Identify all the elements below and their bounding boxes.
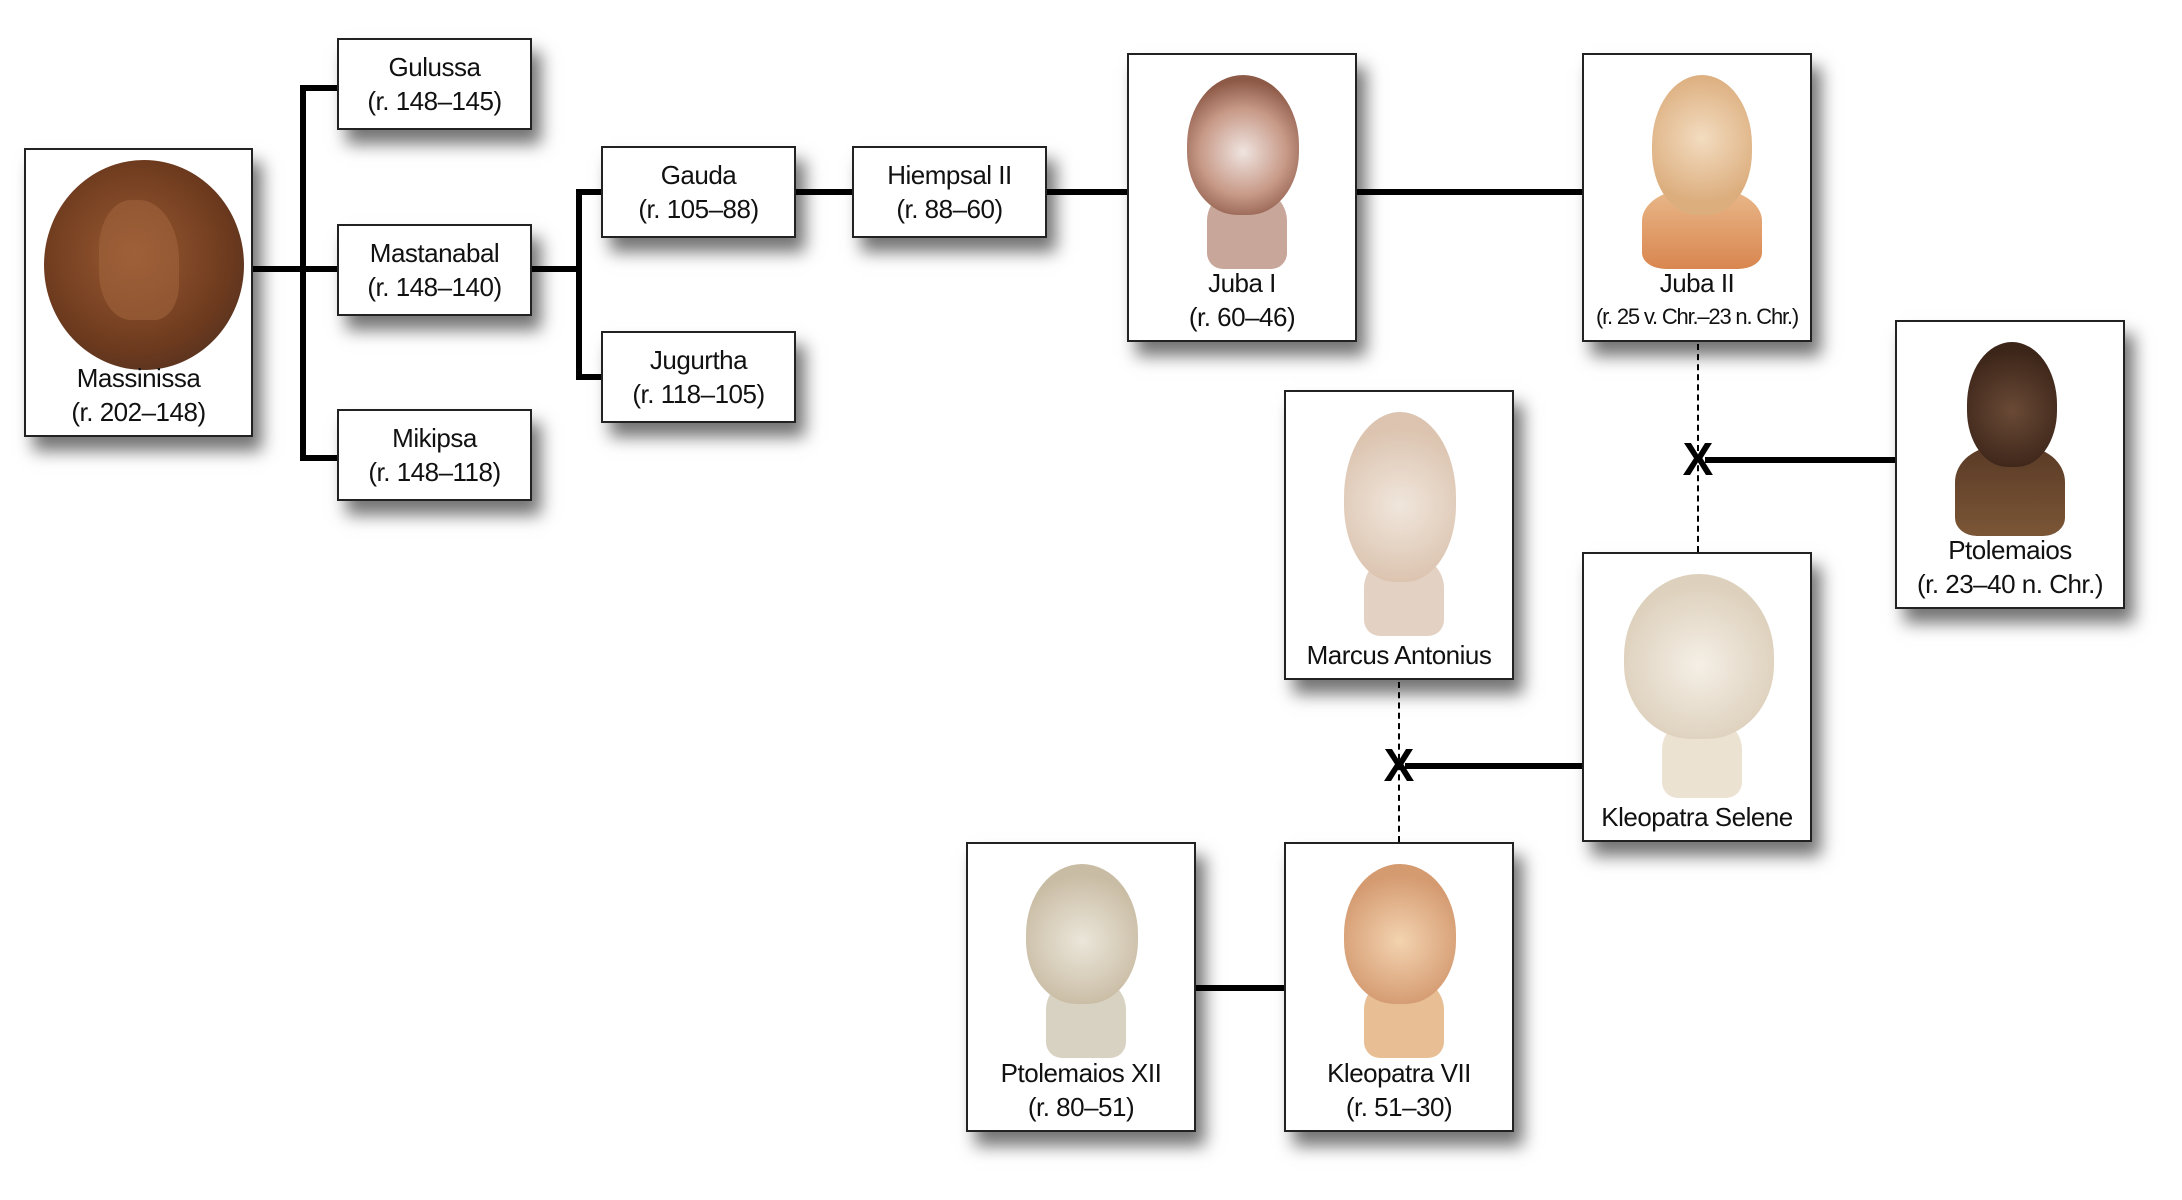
person-reign: (r. 88–60) [896,194,1003,224]
person-name: Massinissa [76,363,201,393]
bust-portrait [1314,406,1484,636]
person-kleopatra-selene[interactable]: Kleopatra Selene [1582,552,1812,842]
person-gauda[interactable]: Gauda (r. 105–88) [601,146,796,238]
person-reign: (r. 60–46) [1188,302,1296,332]
person-hiempsal-ii[interactable]: Hiempsal II (r. 88–60) [852,146,1047,238]
person-reign: (r. 80–51) [1027,1092,1135,1122]
person-mastanabal[interactable]: Mastanabal (r. 148–140) [337,224,532,316]
line-mastanabal-trunk [576,189,582,380]
marriage-line-juba2-selene [1697,344,1699,552]
person-name: Kleopatra VII [1327,1058,1471,1088]
person-name: Marcus Antonius [1306,640,1492,670]
person-name: Gulussa [388,52,481,82]
line-ptolemaios12-kleopatra7 [1196,985,1284,991]
person-ptolemaios-xii[interactable]: Ptolemaios XII (r. 80–51) [966,842,1196,1132]
line-massinissa-sons [253,266,306,272]
line-juba1-juba2 [1357,189,1582,195]
person-massinissa[interactable]: Massinissa (r. 202–148) [24,148,253,437]
person-jugurtha[interactable]: Jugurtha (r. 118–105) [601,331,796,423]
person-reign: (r. 202–148) [71,397,206,427]
person-name: Jugurtha [649,345,748,375]
person-reign: (r. 23–40 n. Chr.) [1916,569,2104,599]
person-juba-ii[interactable]: Juba II (r. 25 v. Chr.–23 n. Chr.) [1582,53,1812,342]
person-reign: (r. 148–145) [367,86,502,116]
person-reign: (r. 25 v. Chr.–23 n. Chr.) [1596,304,1799,329]
person-name: Juba II [1659,268,1735,298]
person-reign: (r. 105–88) [638,194,759,224]
person-name: Mikipsa [392,423,477,453]
person-ptolemaios[interactable]: Ptolemaios (r. 23–40 n. Chr.) [1895,320,2125,609]
person-gulussa[interactable]: Gulussa (r. 148–145) [337,38,532,130]
bust-portrait [996,858,1166,1058]
line-to-jugurtha [576,374,601,380]
person-name: Ptolemaios [1948,535,2072,565]
bust-portrait [1612,568,1782,798]
person-reign: (r. 148–118) [368,457,501,487]
line-mastanabal-sons [532,266,582,272]
person-name: Mastanabal [369,238,500,268]
person-name: Gauda [660,160,737,190]
person-name: Ptolemaios XII [1000,1058,1162,1088]
line-to-gulussa [300,85,337,91]
line-hiempsal-juba1 [1047,189,1127,195]
person-marcus-antonius[interactable]: Marcus Antonius [1284,390,1514,680]
person-reign: (r. 148–140) [367,272,502,302]
person-juba-i[interactable]: Juba I (r. 60–46) [1127,53,1357,342]
bust-portrait [1157,69,1327,269]
line-to-gauda [576,189,601,195]
person-name: Kleopatra Selene [1601,802,1793,832]
coin-portrait [43,160,244,370]
line-gauda-hiempsal [796,189,852,195]
line-ptolemaios-to-marriage [1705,457,1895,463]
person-mikipsa[interactable]: Mikipsa (r. 148–118) [337,409,532,501]
line-selene-to-marriage [1405,763,1582,769]
marriage-mark-juba2-selene: X [1682,433,1714,485]
person-reign: (r. 51–30) [1345,1092,1453,1122]
bust-portrait [1314,858,1484,1058]
marriage-mark-antonius-kleopatra7: X [1383,739,1415,791]
person-name: Hiempsal II [887,160,1012,190]
person-reign: (r. 118–105) [632,379,765,409]
person-kleopatra-vii[interactable]: Kleopatra VII (r. 51–30) [1284,842,1514,1132]
person-name: Juba I [1208,268,1276,298]
bust-portrait [1925,336,2095,536]
line-to-mikipsa [300,455,337,461]
marriage-line-antonius-kleopatra7 [1398,682,1400,842]
line-sons-trunk [300,85,306,461]
bust-portrait [1612,69,1782,269]
line-to-mastanabal [300,266,337,272]
